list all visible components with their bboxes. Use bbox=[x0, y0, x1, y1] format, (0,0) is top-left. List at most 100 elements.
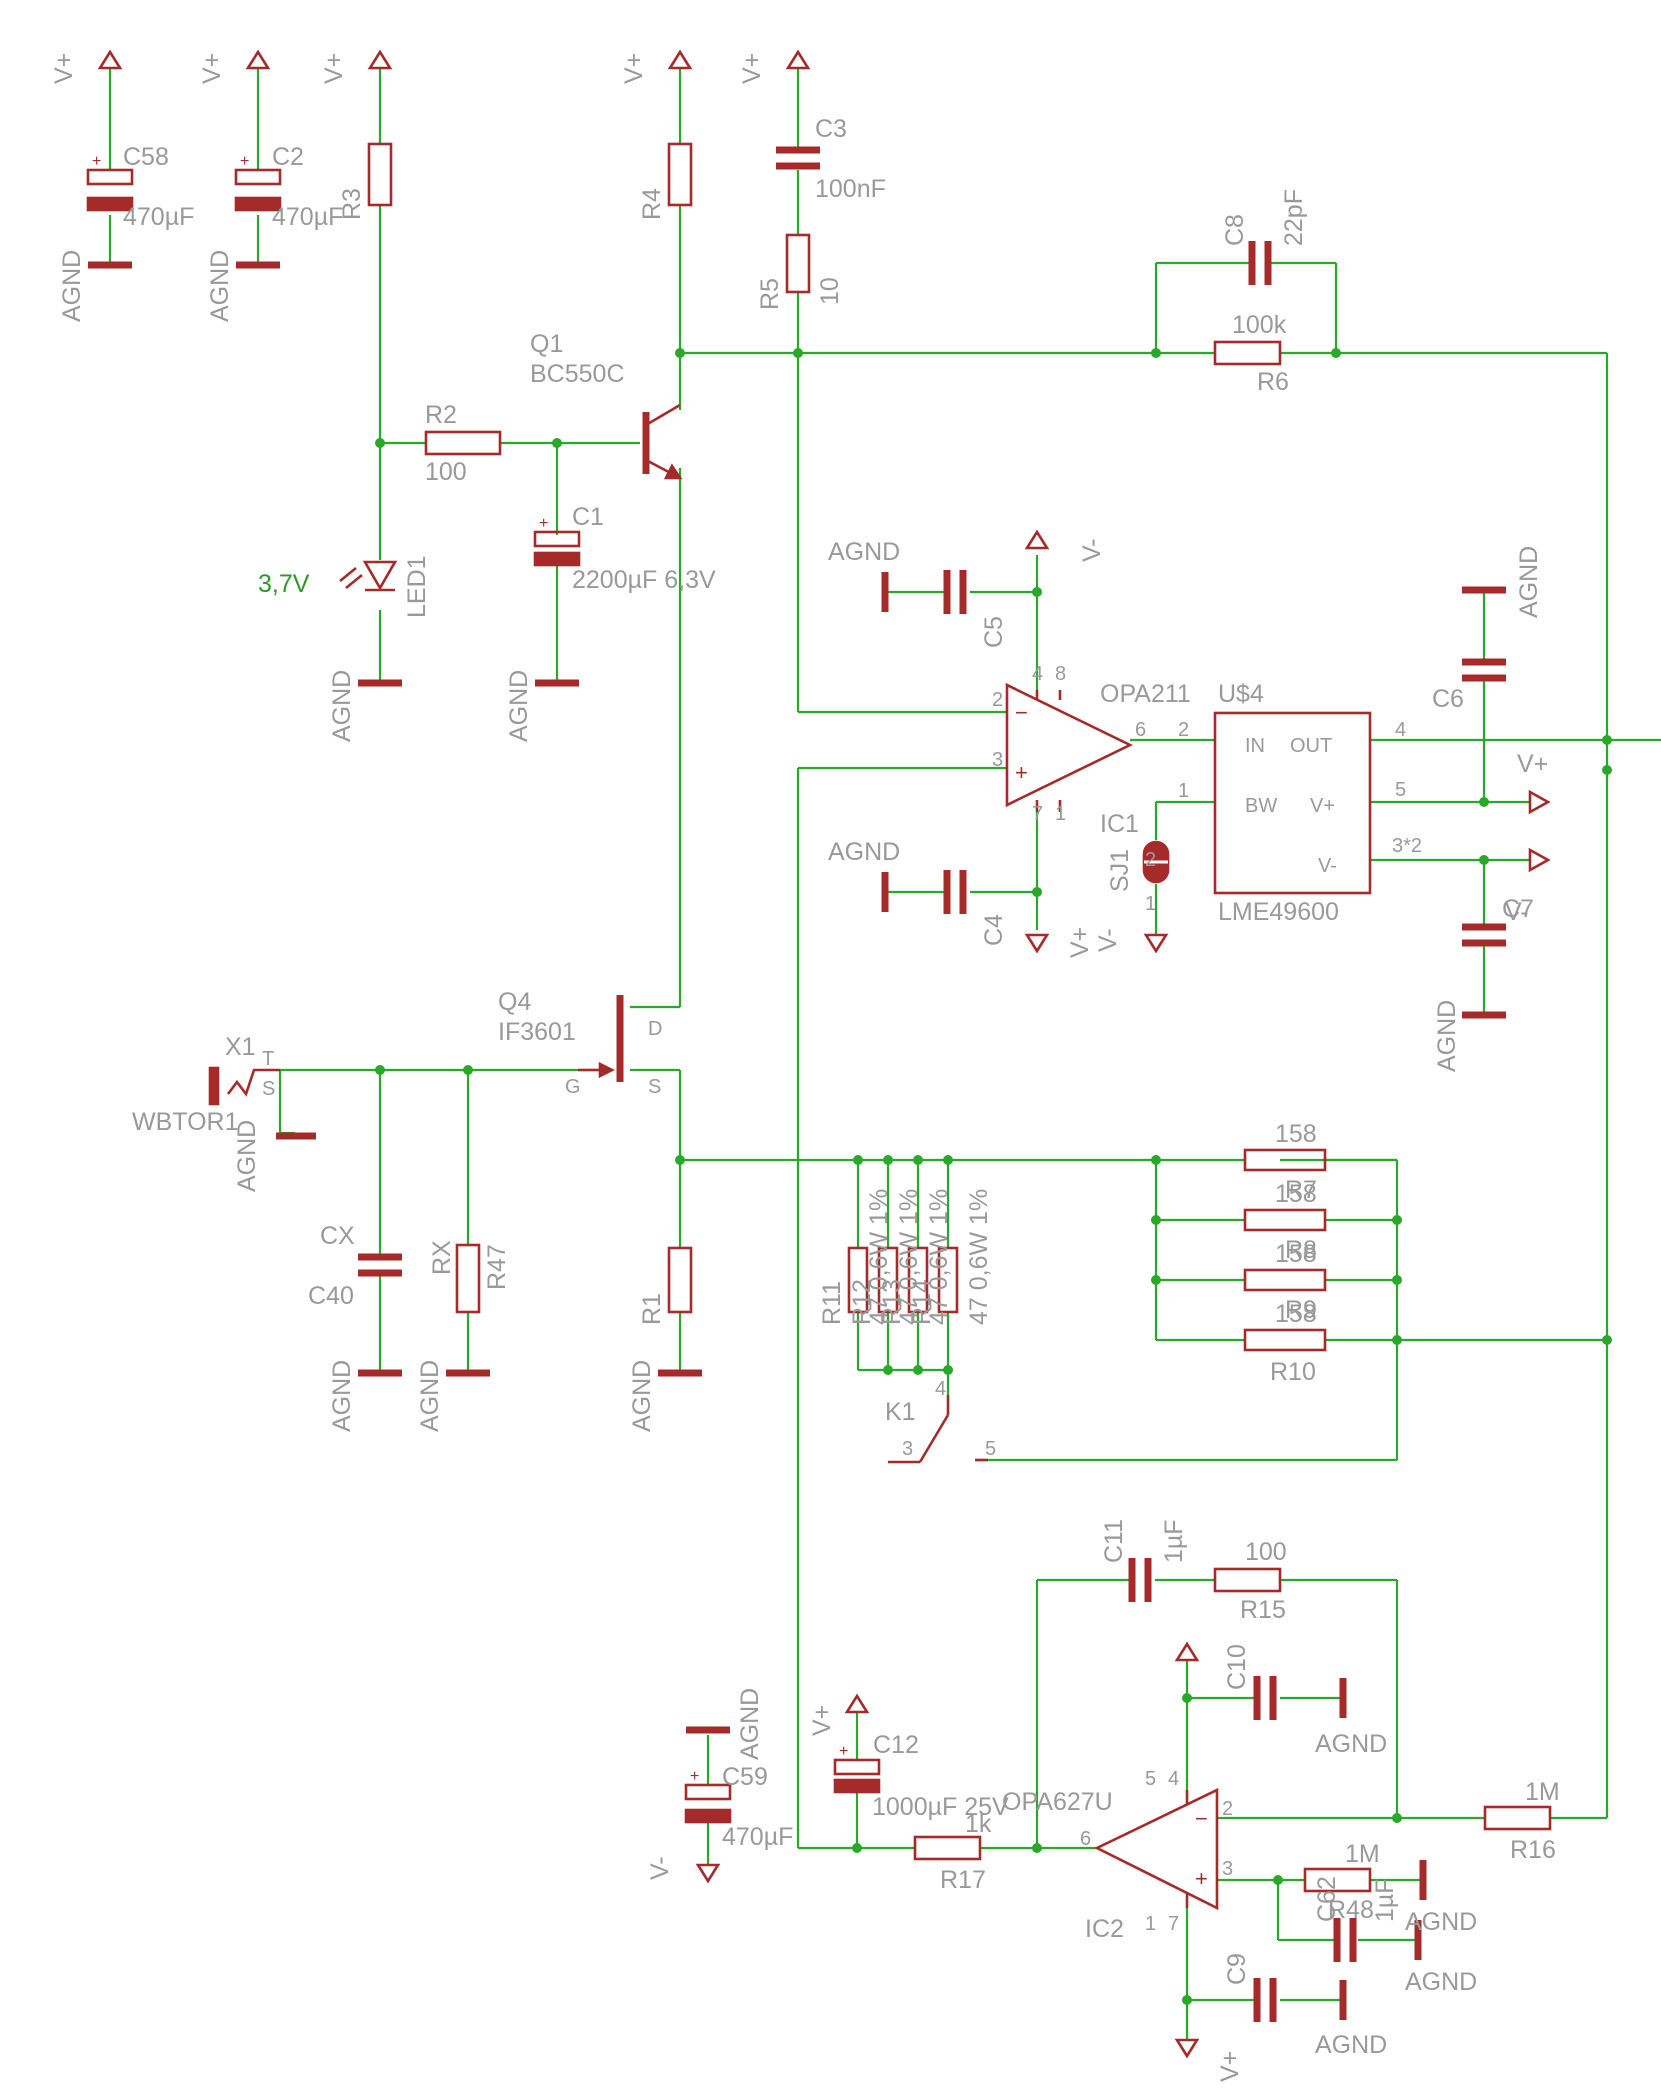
lme-vp: V+ bbox=[1310, 795, 1335, 817]
pin-num: 7 bbox=[1032, 803, 1043, 825]
c10-name: C10 bbox=[1223, 1644, 1251, 1690]
r8-value: 158 bbox=[1275, 1180, 1317, 1208]
r5-name: R5 bbox=[756, 278, 784, 310]
opa211-label: OPA211 bbox=[1100, 680, 1191, 708]
r8-name: R8 bbox=[1285, 1236, 1317, 1264]
q4-pin-g: G bbox=[565, 1076, 581, 1098]
agnd-label: AGND bbox=[828, 538, 900, 566]
agnd-label: AGND bbox=[1405, 1908, 1477, 1936]
capacitors: + + + + + bbox=[86, 146, 1506, 2022]
agnd-label: AGND bbox=[416, 1360, 444, 1432]
lme-out: OUT bbox=[1290, 735, 1332, 757]
r1-name: R1 bbox=[638, 1293, 666, 1325]
vplus-label: V+ bbox=[738, 53, 766, 84]
k1-label: K1 bbox=[885, 1398, 916, 1426]
c11-name: C11 bbox=[1100, 1519, 1128, 1563]
pin-num: 1 bbox=[1145, 1913, 1156, 1935]
vplus-label: V+ bbox=[1216, 2051, 1244, 2082]
vplus-label: V+ bbox=[198, 53, 226, 84]
r15-value: 100 bbox=[1245, 1538, 1287, 1566]
pin-num: 5 bbox=[1395, 779, 1406, 801]
sj1-label: SJ1 bbox=[1106, 849, 1134, 892]
vplus-label: V+ bbox=[320, 53, 348, 84]
vplus-label: V+ bbox=[1517, 750, 1548, 778]
r-parallel-value: 47 0,6W 1% bbox=[865, 1189, 893, 1325]
agnd-label: AGND bbox=[206, 250, 234, 322]
pin-num: 3 bbox=[902, 1438, 913, 1460]
c59-value: 470µF bbox=[722, 1823, 793, 1851]
r9-name: R9 bbox=[1285, 1296, 1317, 1324]
supply-symbols bbox=[88, 49, 1551, 2059]
c6-name: C6 bbox=[1432, 685, 1464, 713]
pin-num: 8 bbox=[1055, 663, 1066, 685]
resistors bbox=[367, 142, 1552, 1893]
c40-name: C40 bbox=[308, 1282, 354, 1310]
lme-vm: V- bbox=[1318, 855, 1337, 877]
vminus-label: V- bbox=[1094, 928, 1122, 952]
pin-num: 2 bbox=[1145, 849, 1156, 871]
agnd-label: AGND bbox=[628, 1360, 656, 1432]
c9-name: C9 bbox=[1223, 1953, 1251, 1985]
c8-value: 22pF bbox=[1280, 189, 1308, 246]
x1-name: X1 bbox=[225, 1033, 256, 1061]
r-parallel-value: 47 0,6W 1% bbox=[965, 1189, 993, 1325]
pin-num: 7 bbox=[1168, 1913, 1179, 1935]
r47-name: R47 bbox=[483, 1244, 511, 1290]
c62-value: 1µF bbox=[1371, 1878, 1399, 1922]
pin-num: 2 bbox=[992, 689, 1003, 711]
q4-pin-s: S bbox=[648, 1076, 661, 1098]
c1-value: 2200µF 6,3V bbox=[572, 566, 716, 594]
c59-name: C59 bbox=[722, 1763, 768, 1791]
r13-name: R13 bbox=[878, 1279, 906, 1325]
r48-value: 1M bbox=[1345, 1840, 1380, 1868]
c11-value: 1µF bbox=[1160, 1519, 1188, 1563]
agnd-label: AGND bbox=[1315, 2031, 1387, 2059]
svg-text:+: + bbox=[690, 1768, 699, 1785]
q4-pin-d: D bbox=[648, 1018, 662, 1040]
pin-num: 3 bbox=[992, 749, 1003, 771]
lme-in: IN bbox=[1245, 735, 1265, 757]
c3-value: 100nF bbox=[815, 175, 886, 203]
r15-name: R15 bbox=[1240, 1596, 1286, 1624]
pin-num: 5 bbox=[985, 1438, 996, 1460]
lme-label: LME49600 bbox=[1218, 898, 1339, 926]
pin-num: 1 bbox=[1178, 780, 1189, 802]
c12-name: C12 bbox=[873, 1731, 919, 1759]
q4-value: IF3601 bbox=[498, 1018, 576, 1046]
svg-text:+: + bbox=[839, 1743, 848, 1760]
r10-value: 158 bbox=[1275, 1300, 1317, 1328]
pin-num: 4 bbox=[1395, 719, 1406, 741]
r7-value: 158 bbox=[1275, 1120, 1317, 1148]
opa627-label: OPA627U bbox=[1002, 1788, 1113, 1816]
x1-part: WBTOR1 bbox=[132, 1108, 239, 1136]
lme-bw: BW bbox=[1245, 795, 1277, 817]
u4-label: U$4 bbox=[1218, 680, 1264, 708]
r16-value: 1M bbox=[1525, 1778, 1560, 1806]
junctions bbox=[375, 348, 1612, 2005]
vplus-label: V+ bbox=[1066, 927, 1094, 958]
r9-value: 158 bbox=[1275, 1240, 1317, 1268]
agnd-label: AGND bbox=[1315, 1730, 1387, 1758]
c1-name: C1 bbox=[572, 503, 604, 531]
c5-name: C5 bbox=[980, 616, 1008, 648]
r12-name: R12 bbox=[848, 1279, 876, 1325]
agnd-label: AGND bbox=[828, 838, 900, 866]
agnd-label: AGND bbox=[1405, 1968, 1477, 1996]
agnd-label: AGND bbox=[328, 1360, 356, 1432]
c2-value: 470µF bbox=[272, 203, 343, 231]
c7-name: C7 bbox=[1502, 895, 1534, 923]
pin-num: 4 bbox=[935, 1378, 946, 1400]
x1-pin-s: S bbox=[262, 1078, 275, 1100]
r6-value: 100k bbox=[1232, 311, 1287, 339]
semiconductors bbox=[208, 403, 683, 1106]
r11-name: R11 bbox=[818, 1281, 846, 1325]
pin-num: 5 bbox=[1145, 1768, 1156, 1790]
agnd-label: AGND bbox=[328, 670, 356, 742]
svg-text:+: + bbox=[539, 515, 548, 532]
vminus-label: V- bbox=[1505, 898, 1529, 926]
q1-value: BC550C bbox=[530, 360, 625, 388]
agnd-label: AGND bbox=[505, 670, 533, 742]
integrated-circuits: − + − + bbox=[888, 682, 1372, 1911]
pin-num: 4 bbox=[1032, 663, 1043, 685]
